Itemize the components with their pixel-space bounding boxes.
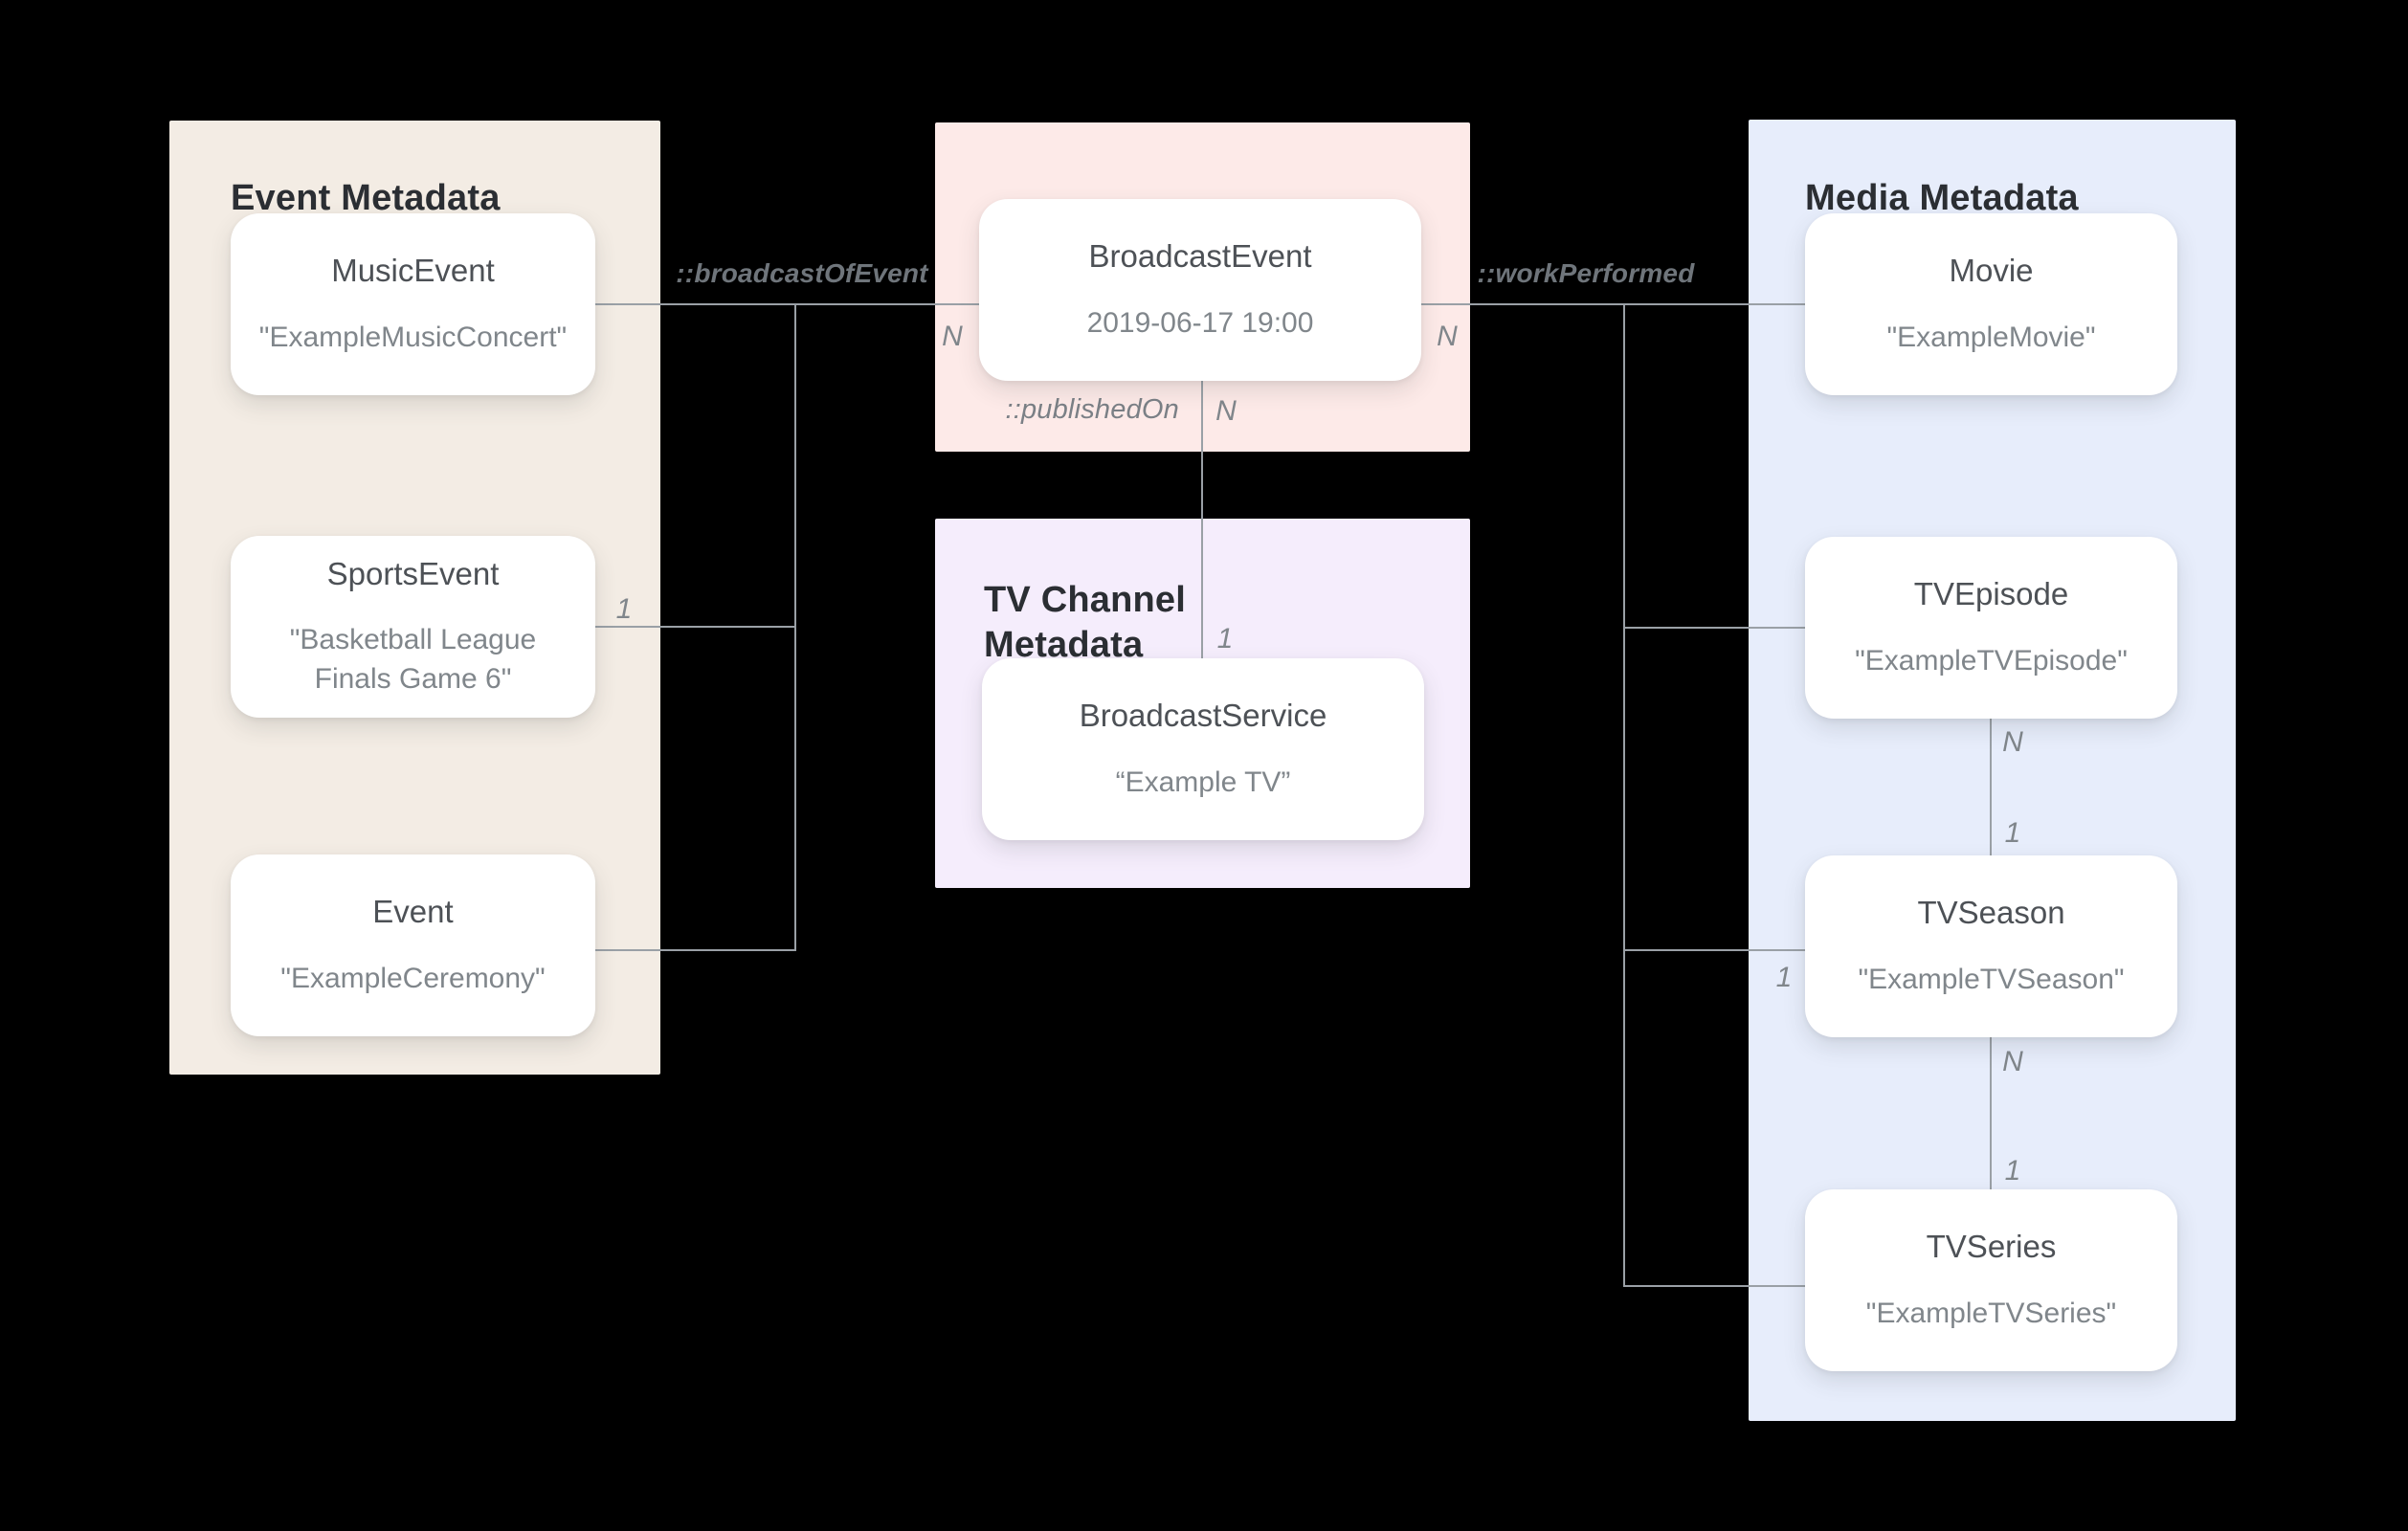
edge-label-published-on: ::publishedOn	[1005, 394, 1179, 425]
cardinality-tvseason-n: N	[2002, 1046, 2023, 1077]
connector-musicevent-broadcastevent	[595, 303, 979, 305]
cardinality-tvseason-top-1: 1	[2004, 817, 2021, 849]
connector-tvepisode-tvseason	[1990, 719, 1992, 855]
connector-trunk-tvepisode	[1624, 627, 1805, 629]
cardinality-tvseries-1: 1	[2004, 1155, 2021, 1187]
connector-broadcastevent-broadcastservice	[1201, 381, 1203, 658]
node-broadcast-service-value: “Example TV”	[1115, 766, 1291, 798]
node-sports-event-value: "Basketball League Finals Game 6"	[289, 624, 537, 695]
node-movie: Movie "ExampleMovie"	[1805, 213, 2177, 395]
node-music-event: MusicEvent "ExampleMusicConcert"	[231, 213, 595, 395]
connector-trunk-tvseason	[1624, 949, 1805, 951]
node-event: Event "ExampleCeremony"	[231, 854, 595, 1036]
cardinality-broadcastevent-left-n: N	[942, 321, 963, 352]
node-tv-season-type: TVSeason	[1917, 894, 2065, 930]
connector-trunk-tvseries	[1624, 1285, 1805, 1287]
cardinality-publishedon-n: N	[1215, 395, 1237, 427]
node-sports-event-type: SportsEvent	[326, 555, 500, 591]
node-broadcast-event-value: 2019-06-17 19:00	[1086, 306, 1314, 339]
connector-right-trunk	[1623, 303, 1625, 1287]
node-broadcast-event: BroadcastEvent 2019-06-17 19:00	[979, 199, 1421, 381]
node-tv-series-value: "ExampleTVSeries"	[1865, 1297, 2117, 1329]
edge-label-broadcast-of-event: ::broadcastOfEvent	[676, 258, 928, 288]
panel-title-tv-channel-metadata: TV Channel Metadata	[984, 579, 1187, 665]
node-tv-episode: TVEpisode "ExampleTVEpisode"	[1805, 537, 2177, 719]
node-tv-episode-type: TVEpisode	[1913, 575, 2069, 611]
connector-sportsevent-trunk	[595, 626, 795, 628]
node-tv-series-type: TVSeries	[1926, 1228, 2057, 1264]
node-broadcast-service: BroadcastService “Example TV”	[982, 658, 1424, 840]
connector-tvseason-tvseries	[1990, 1037, 1992, 1189]
node-tv-season: TVSeason "ExampleTVSeason"	[1805, 855, 2177, 1037]
node-broadcast-service-type: BroadcastService	[1079, 697, 1327, 733]
cardinality-tvepisode-n: N	[2002, 726, 2023, 758]
panel-title-event-metadata: Event Metadata	[231, 177, 501, 218]
connector-event-trunk	[595, 949, 795, 951]
node-tv-episode-value: "ExampleTVEpisode"	[1855, 644, 2128, 677]
connector-broadcastevent-movie	[1421, 303, 1805, 305]
node-tv-season-value: "ExampleTVSeason"	[1858, 963, 2125, 995]
cardinality-broadcastservice-1: 1	[1216, 623, 1234, 655]
node-music-event-value: "ExampleMusicConcert"	[258, 321, 568, 353]
panel-title-media-metadata: Media Metadata	[1805, 177, 2079, 218]
node-tv-series: TVSeries "ExampleTVSeries"	[1805, 1189, 2177, 1371]
edge-label-work-performed: ::workPerformed	[1477, 258, 1695, 288]
node-sports-event: SportsEvent "Basketball League Finals Ga…	[231, 536, 595, 718]
cardinality-broadcastevent-right-n: N	[1437, 321, 1458, 352]
cardinality-sportsevent-1: 1	[615, 593, 633, 625]
node-movie-value: "ExampleMovie"	[1886, 321, 2096, 353]
node-movie-type: Movie	[1949, 252, 2034, 288]
node-event-type: Event	[372, 893, 454, 929]
cardinality-tvseason-left-1: 1	[1775, 962, 1793, 993]
connector-left-trunk	[794, 303, 796, 951]
node-broadcast-event-type: BroadcastEvent	[1088, 237, 1312, 274]
node-music-event-type: MusicEvent	[331, 252, 495, 288]
node-event-value: "ExampleCeremony"	[280, 962, 546, 994]
